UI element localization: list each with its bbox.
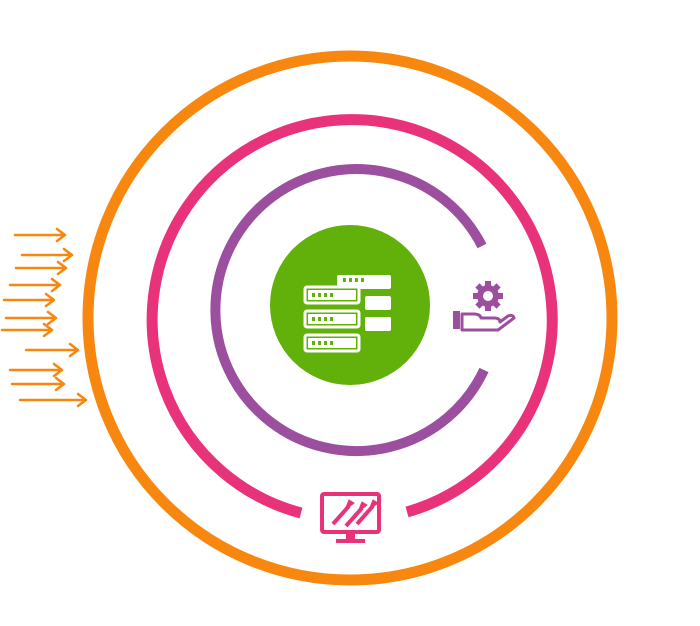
server-stack-icon xyxy=(303,275,391,353)
hand-gear-icon xyxy=(453,281,516,332)
inner-ring xyxy=(210,164,489,457)
incoming-arrows-icon xyxy=(0,227,88,408)
core-circle xyxy=(270,225,430,385)
monitor-attack-icon xyxy=(320,492,381,543)
outer-ring xyxy=(82,50,618,586)
middle-ring xyxy=(146,114,558,519)
